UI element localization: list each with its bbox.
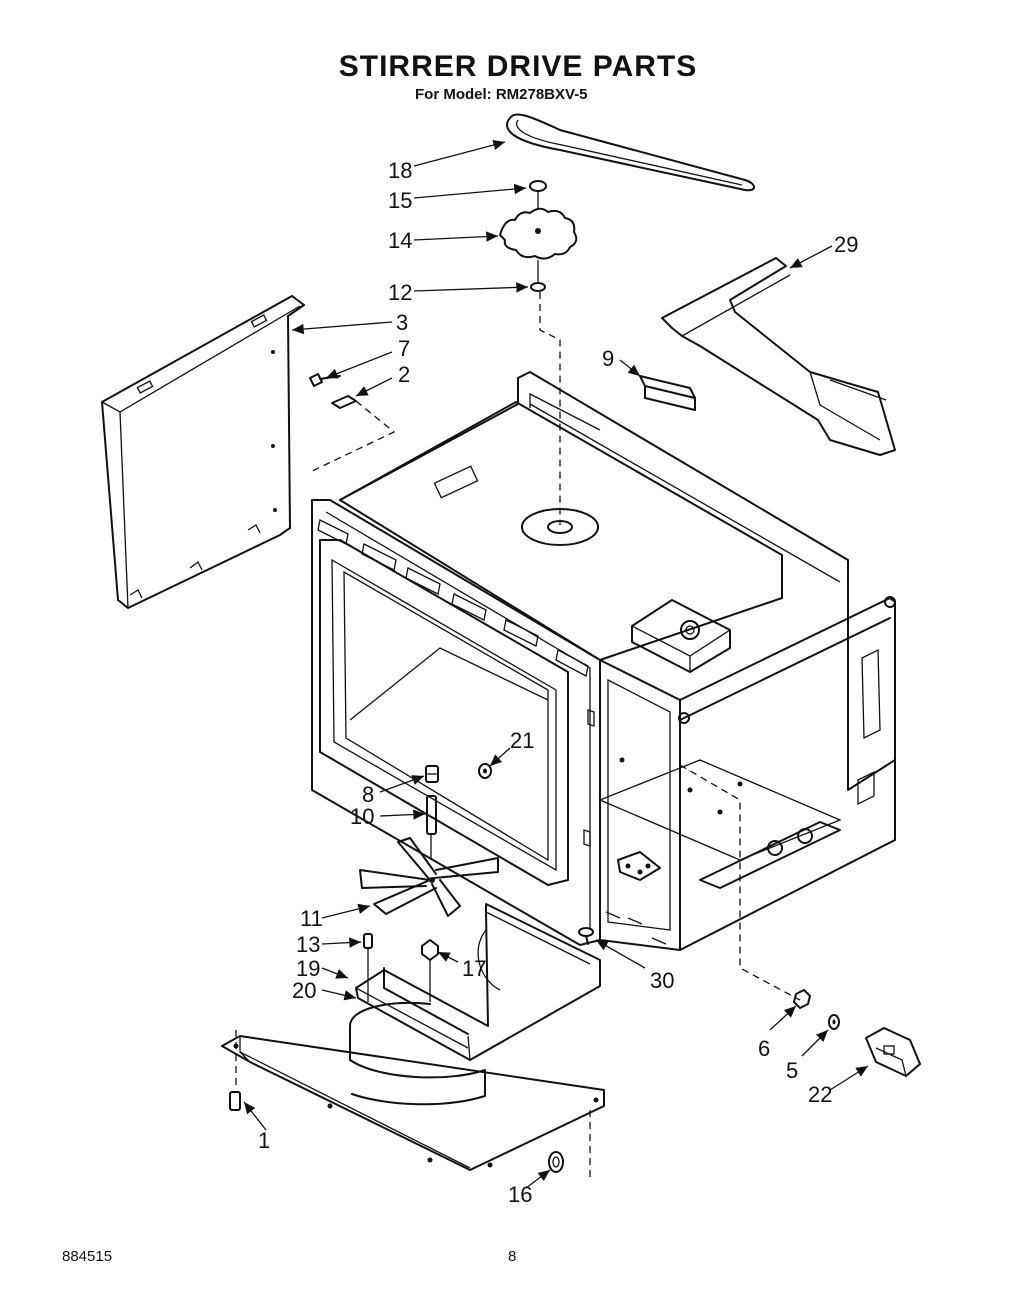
callout-3: 3 <box>396 310 408 335</box>
callout-15: 15 <box>388 188 412 213</box>
stirrer-cover-assembly <box>349 903 601 1106</box>
nut-part-6 <box>793 989 811 1009</box>
callout-22: 22 <box>808 1082 832 1107</box>
grommet-part-21 <box>478 763 492 779</box>
callout-8: 8 <box>362 782 374 807</box>
duct-bracket-part-29 <box>661 257 896 456</box>
callout-labels: 18 15 14 12 29 3 7 2 9 21 8 10 11 13 17 … <box>258 158 858 1207</box>
page-title: STIRRER DRIVE PARTS <box>338 50 698 83</box>
mount-centerline <box>679 764 801 1001</box>
callout-19: 19 <box>296 956 320 981</box>
pulley-gear-part-14 <box>499 207 578 260</box>
callout-6: 6 <box>758 1036 770 1061</box>
screw-part-7 <box>309 373 341 387</box>
callout-10: 10 <box>350 804 374 829</box>
callout-16: 16 <box>508 1182 532 1207</box>
callout-20: 20 <box>292 978 316 1003</box>
callout-17: 17 <box>462 956 486 981</box>
page-number: 8 <box>508 1248 517 1265</box>
stirrer-shaft-part-10 <box>426 795 437 860</box>
shaft-coupling-part-8 <box>425 765 439 783</box>
callout-30: 30 <box>650 968 674 993</box>
callout-1: 1 <box>258 1128 270 1153</box>
leader-lines <box>243 139 869 1189</box>
block-part-9 <box>639 375 696 411</box>
callout-2: 2 <box>398 362 410 387</box>
oven-cabinet <box>311 371 896 951</box>
screw-part-30 <box>578 927 594 945</box>
screw-part-13 <box>363 933 373 1002</box>
screw-part-1 <box>229 1091 241 1111</box>
callout-5: 5 <box>786 1058 798 1083</box>
foot-part-16 <box>548 1151 564 1173</box>
document-number: 884515 <box>62 1248 113 1265</box>
model-subtitle: For Model: RM278BXV-5 <box>415 86 588 103</box>
clip-part-15 <box>529 180 547 210</box>
clip-part-2 <box>309 395 396 473</box>
shaft-centerline <box>539 292 561 525</box>
callout-12: 12 <box>388 280 412 305</box>
callout-21: 21 <box>510 728 534 753</box>
callout-13: 13 <box>296 932 320 957</box>
callout-29: 29 <box>834 232 858 257</box>
drive-belt-part-18 <box>506 113 755 192</box>
side-panel-part-3 <box>101 295 305 609</box>
callout-7: 7 <box>398 336 410 361</box>
callout-9: 9 <box>602 346 614 371</box>
callout-11: 11 <box>300 906 323 931</box>
switch-part-22 <box>865 1027 921 1077</box>
callout-18: 18 <box>388 158 412 183</box>
bottom-plate <box>221 1030 605 1178</box>
washer-part-12 <box>530 260 546 292</box>
washer-part-5 <box>828 1014 840 1030</box>
stirrer-blade-part-11 <box>359 837 499 917</box>
callout-14: 14 <box>388 228 412 253</box>
